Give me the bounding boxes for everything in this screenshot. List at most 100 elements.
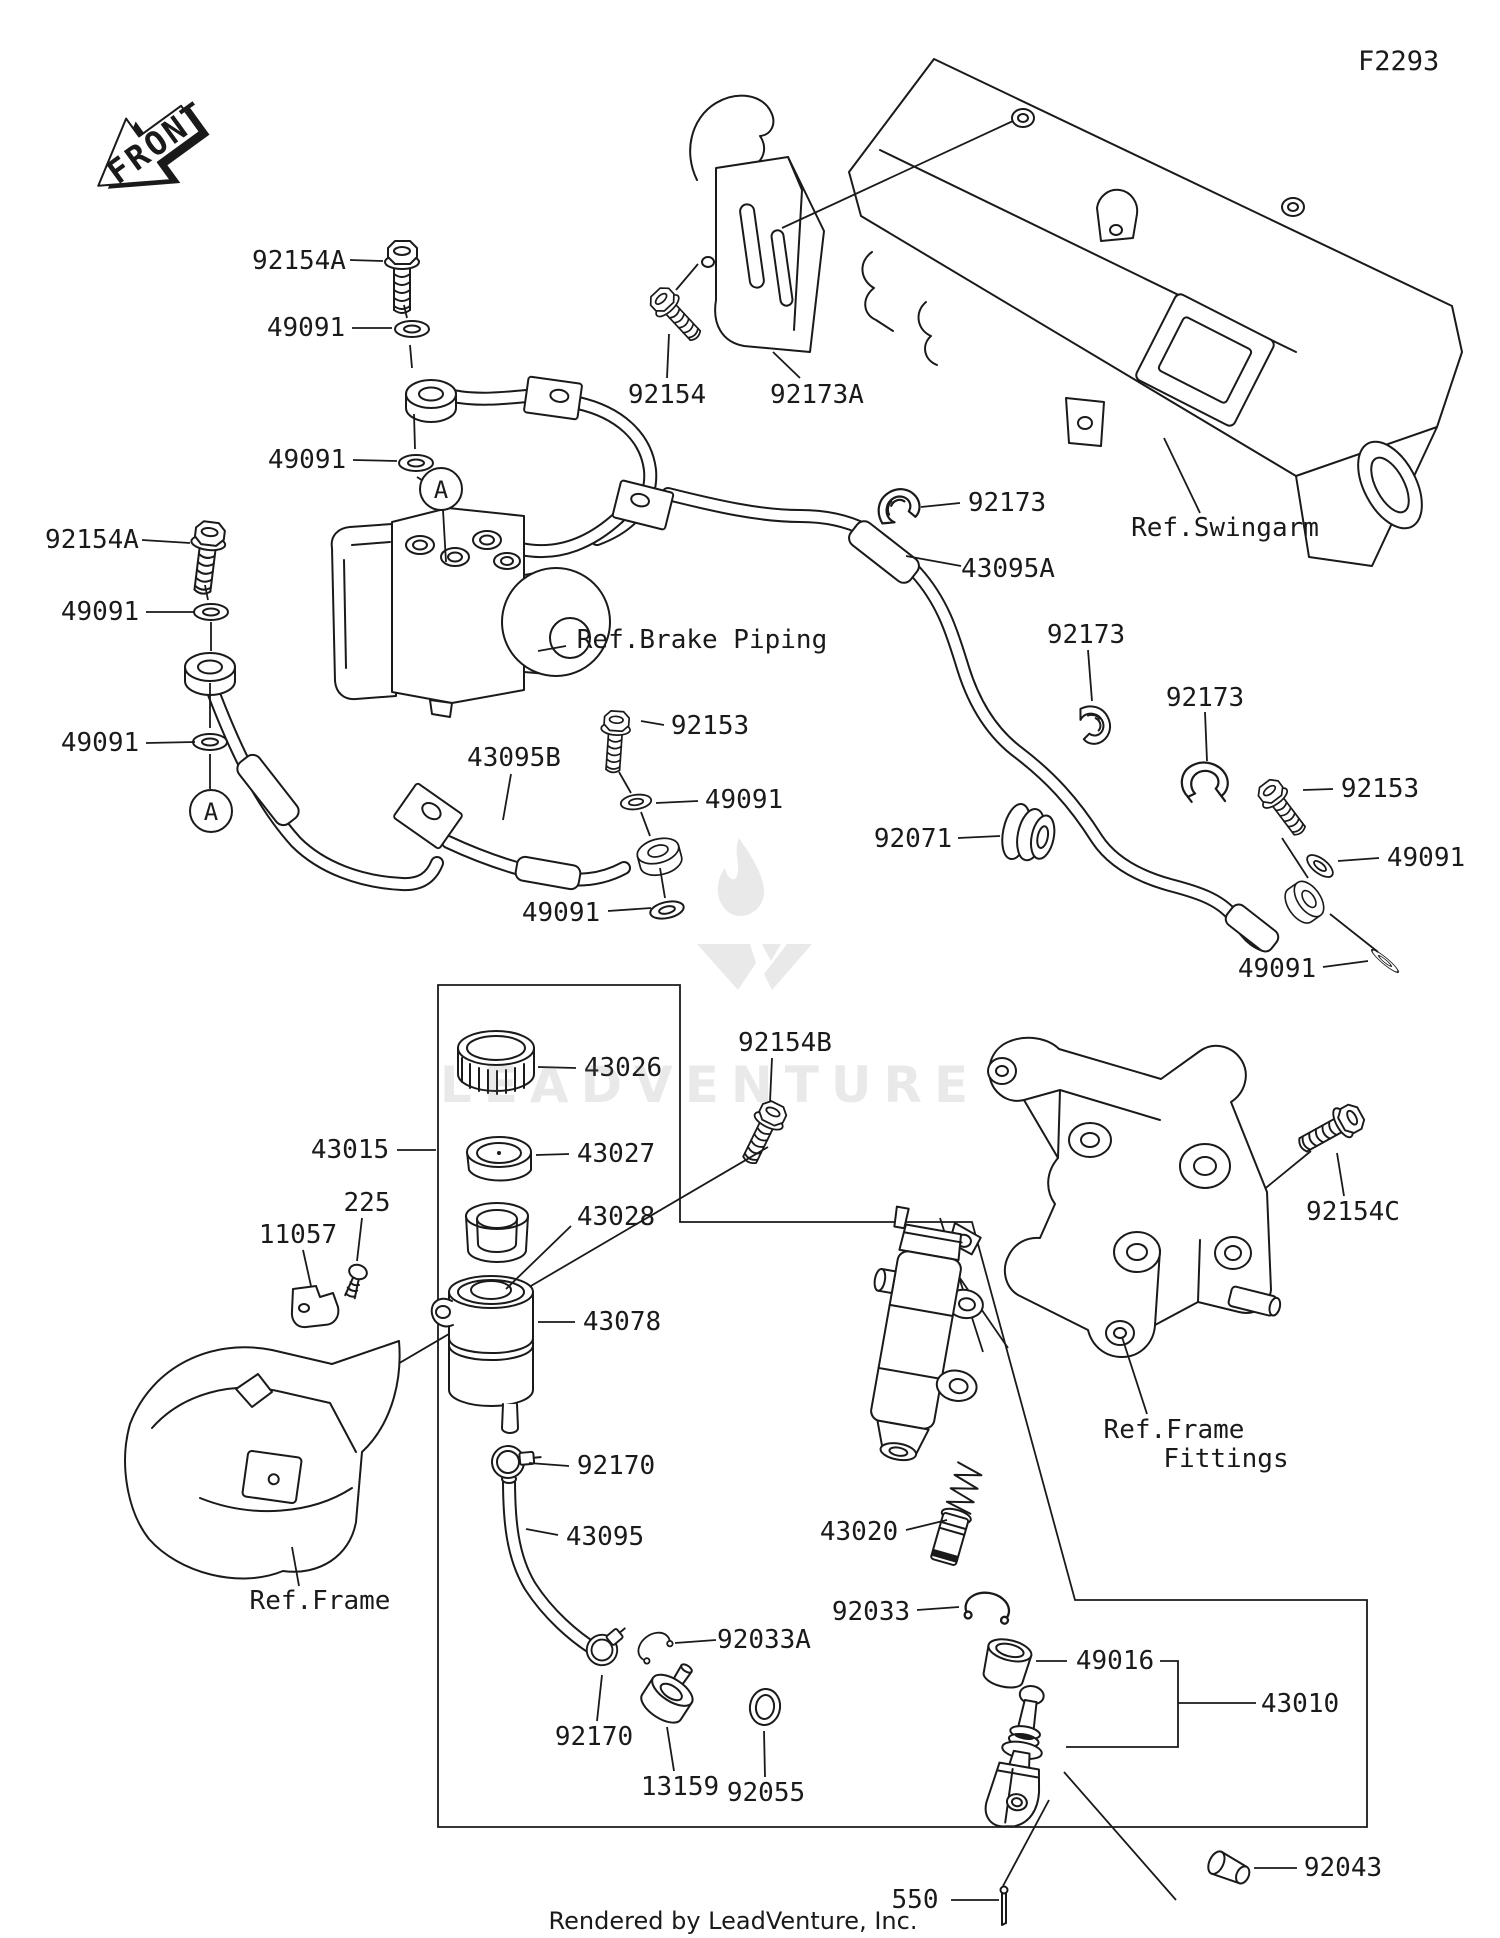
svg-text:A: A: [434, 476, 449, 504]
part-callout-550: 550: [891, 1885, 939, 1915]
banjo-bolt-group-right: [1251, 774, 1401, 976]
banjo-bolt-group-left: [597, 709, 687, 923]
detail-marker-A: A: [189, 789, 233, 833]
leader-line-49091: [655, 800, 699, 804]
frame-fittings-bracket: [987, 1036, 1282, 1358]
part-callout-43095B: 43095B: [467, 743, 561, 773]
leader-line-92071: [957, 835, 1001, 839]
figure-code: F2293: [1358, 46, 1440, 77]
abs-module: [330, 507, 611, 718]
part-callout-43028: 43028: [576, 1202, 656, 1232]
part-callout-43078: 43078: [582, 1307, 662, 1337]
leader-line-43028: [505, 1225, 572, 1290]
part-callout-92033: 92033: [831, 1597, 911, 1627]
leader-line-49091: [145, 741, 196, 744]
part-callout-49091: 49091: [1386, 843, 1466, 873]
detail-marker-A: A: [419, 467, 463, 511]
part-callout-13159: 13159: [640, 1772, 720, 1802]
leader-line-Ref-Frame: [1121, 1336, 1148, 1415]
part-callout-49091: 49091: [1237, 954, 1317, 984]
part-callout-92173A: 92173A: [770, 380, 864, 410]
fastener-stack-left: [184, 519, 236, 789]
leader-line-Ref-Brake-Piping: [537, 645, 567, 652]
leader-line-Ref-Frame: [291, 1546, 300, 1587]
cotter-pin-550: [999, 1885, 1009, 1926]
leader-line-43095B: [502, 773, 512, 821]
part-callout-92153: 92153: [670, 711, 750, 741]
part-callout-43026: 43026: [583, 1053, 663, 1083]
leader-line-92055: [763, 1730, 766, 1778]
leader-line-49091: [1322, 960, 1369, 968]
part-callout-92154: 92154: [627, 380, 707, 410]
leader-line-92173A: [772, 351, 801, 379]
leader-line-43027: [535, 1153, 570, 1156]
part-callout-43027: 43027: [576, 1139, 656, 1169]
leader-line-92154C: [1336, 1152, 1345, 1197]
o-ring-92055: [748, 1688, 782, 1726]
swingarm: [848, 58, 1463, 567]
part-callout-Ref-Frame: Ref.Frame: [1103, 1415, 1245, 1445]
spring-piston-43020: [930, 1461, 983, 1566]
master-cylinder-group: [870, 1205, 1251, 1926]
part-callout-92170: 92170: [576, 1451, 656, 1481]
part-callout-Ref-Swingarm: Ref.Swingarm: [1131, 513, 1319, 543]
part-callout-49016: 49016: [1075, 1646, 1155, 1676]
part-callout-92043: 92043: [1303, 1853, 1383, 1883]
leader-line-49091: [607, 907, 652, 912]
part-callout-49091: 49091: [60, 597, 140, 627]
leader-line-92033A: [674, 1639, 717, 1644]
part-callout-Ref-Brake-Piping: Ref.Brake Piping: [576, 625, 828, 655]
pivot-pin-92043: [1207, 1850, 1251, 1885]
elbow-13159: [640, 1663, 694, 1724]
part-callout-92170: 92170: [554, 1722, 634, 1752]
leader-line-49091: [1337, 857, 1380, 862]
leader-line-43095A: [905, 555, 962, 567]
part-callout-43095A: 43095A: [961, 554, 1055, 584]
leader-line-92170: [528, 1462, 570, 1467]
leader-line-43095: [525, 1528, 559, 1536]
leader-line-92153: [1302, 788, 1334, 791]
part-callout-43015: 43015: [310, 1135, 390, 1165]
part-callout-43020: 43020: [819, 1517, 899, 1547]
reservoir-hose-group: [489, 1442, 782, 1726]
watermark-text: LEADVENTURE: [439, 1056, 981, 1114]
leader-line-92170: [596, 1674, 603, 1722]
cup-49016: [982, 1638, 1033, 1689]
part-callout-92033A: 92033A: [717, 1625, 811, 1655]
fastener-stack-top: [384, 240, 457, 485]
leader-line-92173: [1204, 711, 1208, 762]
svg-text:A: A: [204, 798, 219, 826]
leader-line-92153: [640, 720, 665, 726]
part-callout-49091: 49091: [521, 898, 601, 928]
part-callout-92154A: 92154A: [45, 525, 139, 555]
frame-left: [124, 1263, 401, 1580]
part-callout-43010: 43010: [1260, 1689, 1340, 1719]
leader-line-92033: [916, 1606, 960, 1611]
leader-line-92173: [1087, 649, 1093, 702]
leadventure-logo: [697, 838, 812, 990]
footer-credit: Rendered by LeadVenture, Inc.: [548, 1907, 918, 1935]
part-callout-92154C: 92154C: [1306, 1197, 1400, 1227]
leader-line-225: [356, 1217, 363, 1262]
reservoir-group: [430, 1030, 535, 1434]
brake-hoses: [204, 375, 1280, 953]
leader-line-43020: [905, 1519, 948, 1531]
leader-line-92154: [666, 333, 670, 379]
leader-line-43026: [537, 1066, 577, 1069]
part-callout-92173: 92173: [1165, 683, 1245, 713]
part-callout-49091: 49091: [267, 445, 347, 475]
leader-line-92154B: [769, 1057, 773, 1103]
part-callout-225: 225: [343, 1188, 391, 1218]
leader-line-92154A: [141, 539, 191, 544]
leader-line-11057: [302, 1249, 312, 1287]
leader-line-92173: [920, 502, 961, 508]
part-callout-92173: 92173: [1046, 620, 1126, 650]
part-callout-Ref-Frame: Ref.Frame: [249, 1586, 391, 1616]
part-callout-92154A: 92154A: [252, 246, 346, 276]
part-callout-92173: 92173: [967, 488, 1047, 518]
leader-line-92154A: [349, 259, 384, 262]
part-callout-Fittings: Fittings: [1163, 1444, 1289, 1474]
